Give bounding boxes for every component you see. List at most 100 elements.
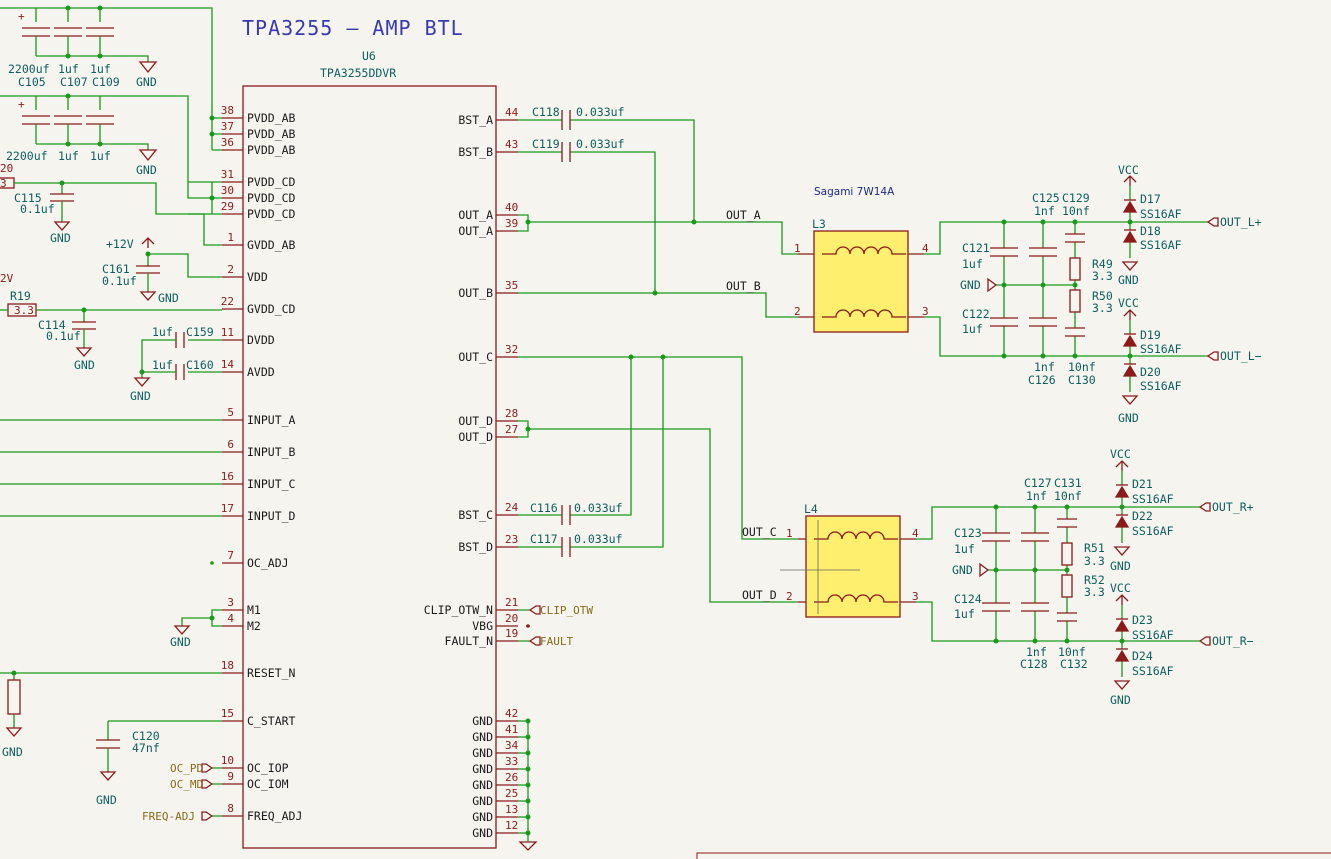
svg-text:1uf: 1uf (954, 607, 975, 621)
svg-text:D21: D21 (1132, 477, 1153, 491)
svg-text:0.033uf: 0.033uf (576, 105, 624, 119)
pin-number: 12 (505, 819, 518, 832)
pin-name: GND (472, 778, 493, 792)
svg-text:GND: GND (1110, 559, 1131, 573)
pin-name: OUT_D (458, 414, 493, 428)
left-pin[interactable]: 7OC_ADJ (222, 549, 289, 570)
dvdd-avdd-caps: 1uf C159 1uf C160 GND (130, 325, 222, 403)
svg-text:3: 3 (922, 305, 929, 318)
inductor-l3[interactable]: L3 Sagami 7W14A 1 2 4 3 (794, 186, 929, 333)
left-pin[interactable]: 9OC_IOM (222, 770, 289, 791)
svg-text:R52: R52 (1084, 573, 1105, 587)
inductor-l4[interactable]: L4 1 2 4 3 (780, 502, 919, 618)
svg-text:OUT_B: OUT_B (726, 279, 761, 293)
svg-text:2V: 2V (0, 272, 14, 285)
l-output-filter: GND C125 C129 1nf 10nf C121 1uf C122 1uf… (924, 163, 1262, 425)
pin-name: PVDD_CD (247, 207, 296, 221)
pin-number: 15 (221, 707, 234, 720)
left-pin[interactable]: 3M1 (222, 596, 261, 617)
pin-name: BST_B (458, 145, 493, 159)
pin-number: 22 (221, 295, 234, 308)
svg-text:10nf: 10nf (1054, 489, 1082, 503)
svg-text:R49: R49 (1092, 257, 1113, 271)
svg-text:OUT_R−: OUT_R− (1212, 634, 1254, 648)
svg-text:1uf: 1uf (152, 358, 173, 372)
svg-text:GND: GND (50, 231, 71, 245)
pin-number: 28 (505, 407, 518, 420)
reset-group: GND (0, 670, 222, 759)
svg-text:D22: D22 (1132, 509, 1153, 523)
svg-text:SS16AF: SS16AF (1140, 207, 1182, 221)
pin-number: 38 (221, 104, 234, 117)
svg-text:C124: C124 (954, 592, 982, 606)
svg-text:3.3: 3.3 (1092, 269, 1113, 283)
svg-text:4: 4 (922, 242, 929, 255)
ic-u6-body[interactable] (242, 85, 497, 849)
svg-text:SS16AF: SS16AF (1140, 379, 1182, 393)
left-pin[interactable]: 4M2 (222, 612, 261, 633)
svg-text:2200uf: 2200uf (8, 62, 50, 76)
pin-name: GND (472, 730, 493, 744)
pin-number: 29 (221, 200, 234, 213)
svg-text:1: 1 (794, 242, 801, 255)
svg-text:D20: D20 (1140, 365, 1161, 379)
left-pin[interactable]: 15C_START (221, 707, 296, 728)
m-pins-wire (181, 609, 222, 627)
pin-name: OUT_B (458, 286, 493, 300)
svg-text:+12V: +12V (106, 237, 134, 251)
svg-text:C117: C117 (530, 532, 558, 546)
pin-number: 19 (505, 627, 518, 640)
svg-text:3.3: 3.3 (1092, 301, 1113, 315)
svg-text:GND: GND (1110, 693, 1131, 707)
svg-text:+: + (18, 10, 25, 23)
svg-text:C125: C125 (1032, 191, 1060, 205)
svg-text:0.1uf: 0.1uf (46, 329, 81, 343)
cap-bank-1: + 2200uf 1uf 1uf GND C105 C107 C109 (0, 5, 222, 119)
svg-text:C116: C116 (530, 501, 558, 515)
svg-text:FAULT: FAULT (540, 635, 573, 648)
svg-text:3.3: 3.3 (1084, 554, 1105, 568)
svg-text:C120: C120 (132, 729, 160, 743)
pin-name: GVDD_AB (247, 238, 296, 252)
pin-name: OUT_D (458, 430, 493, 444)
